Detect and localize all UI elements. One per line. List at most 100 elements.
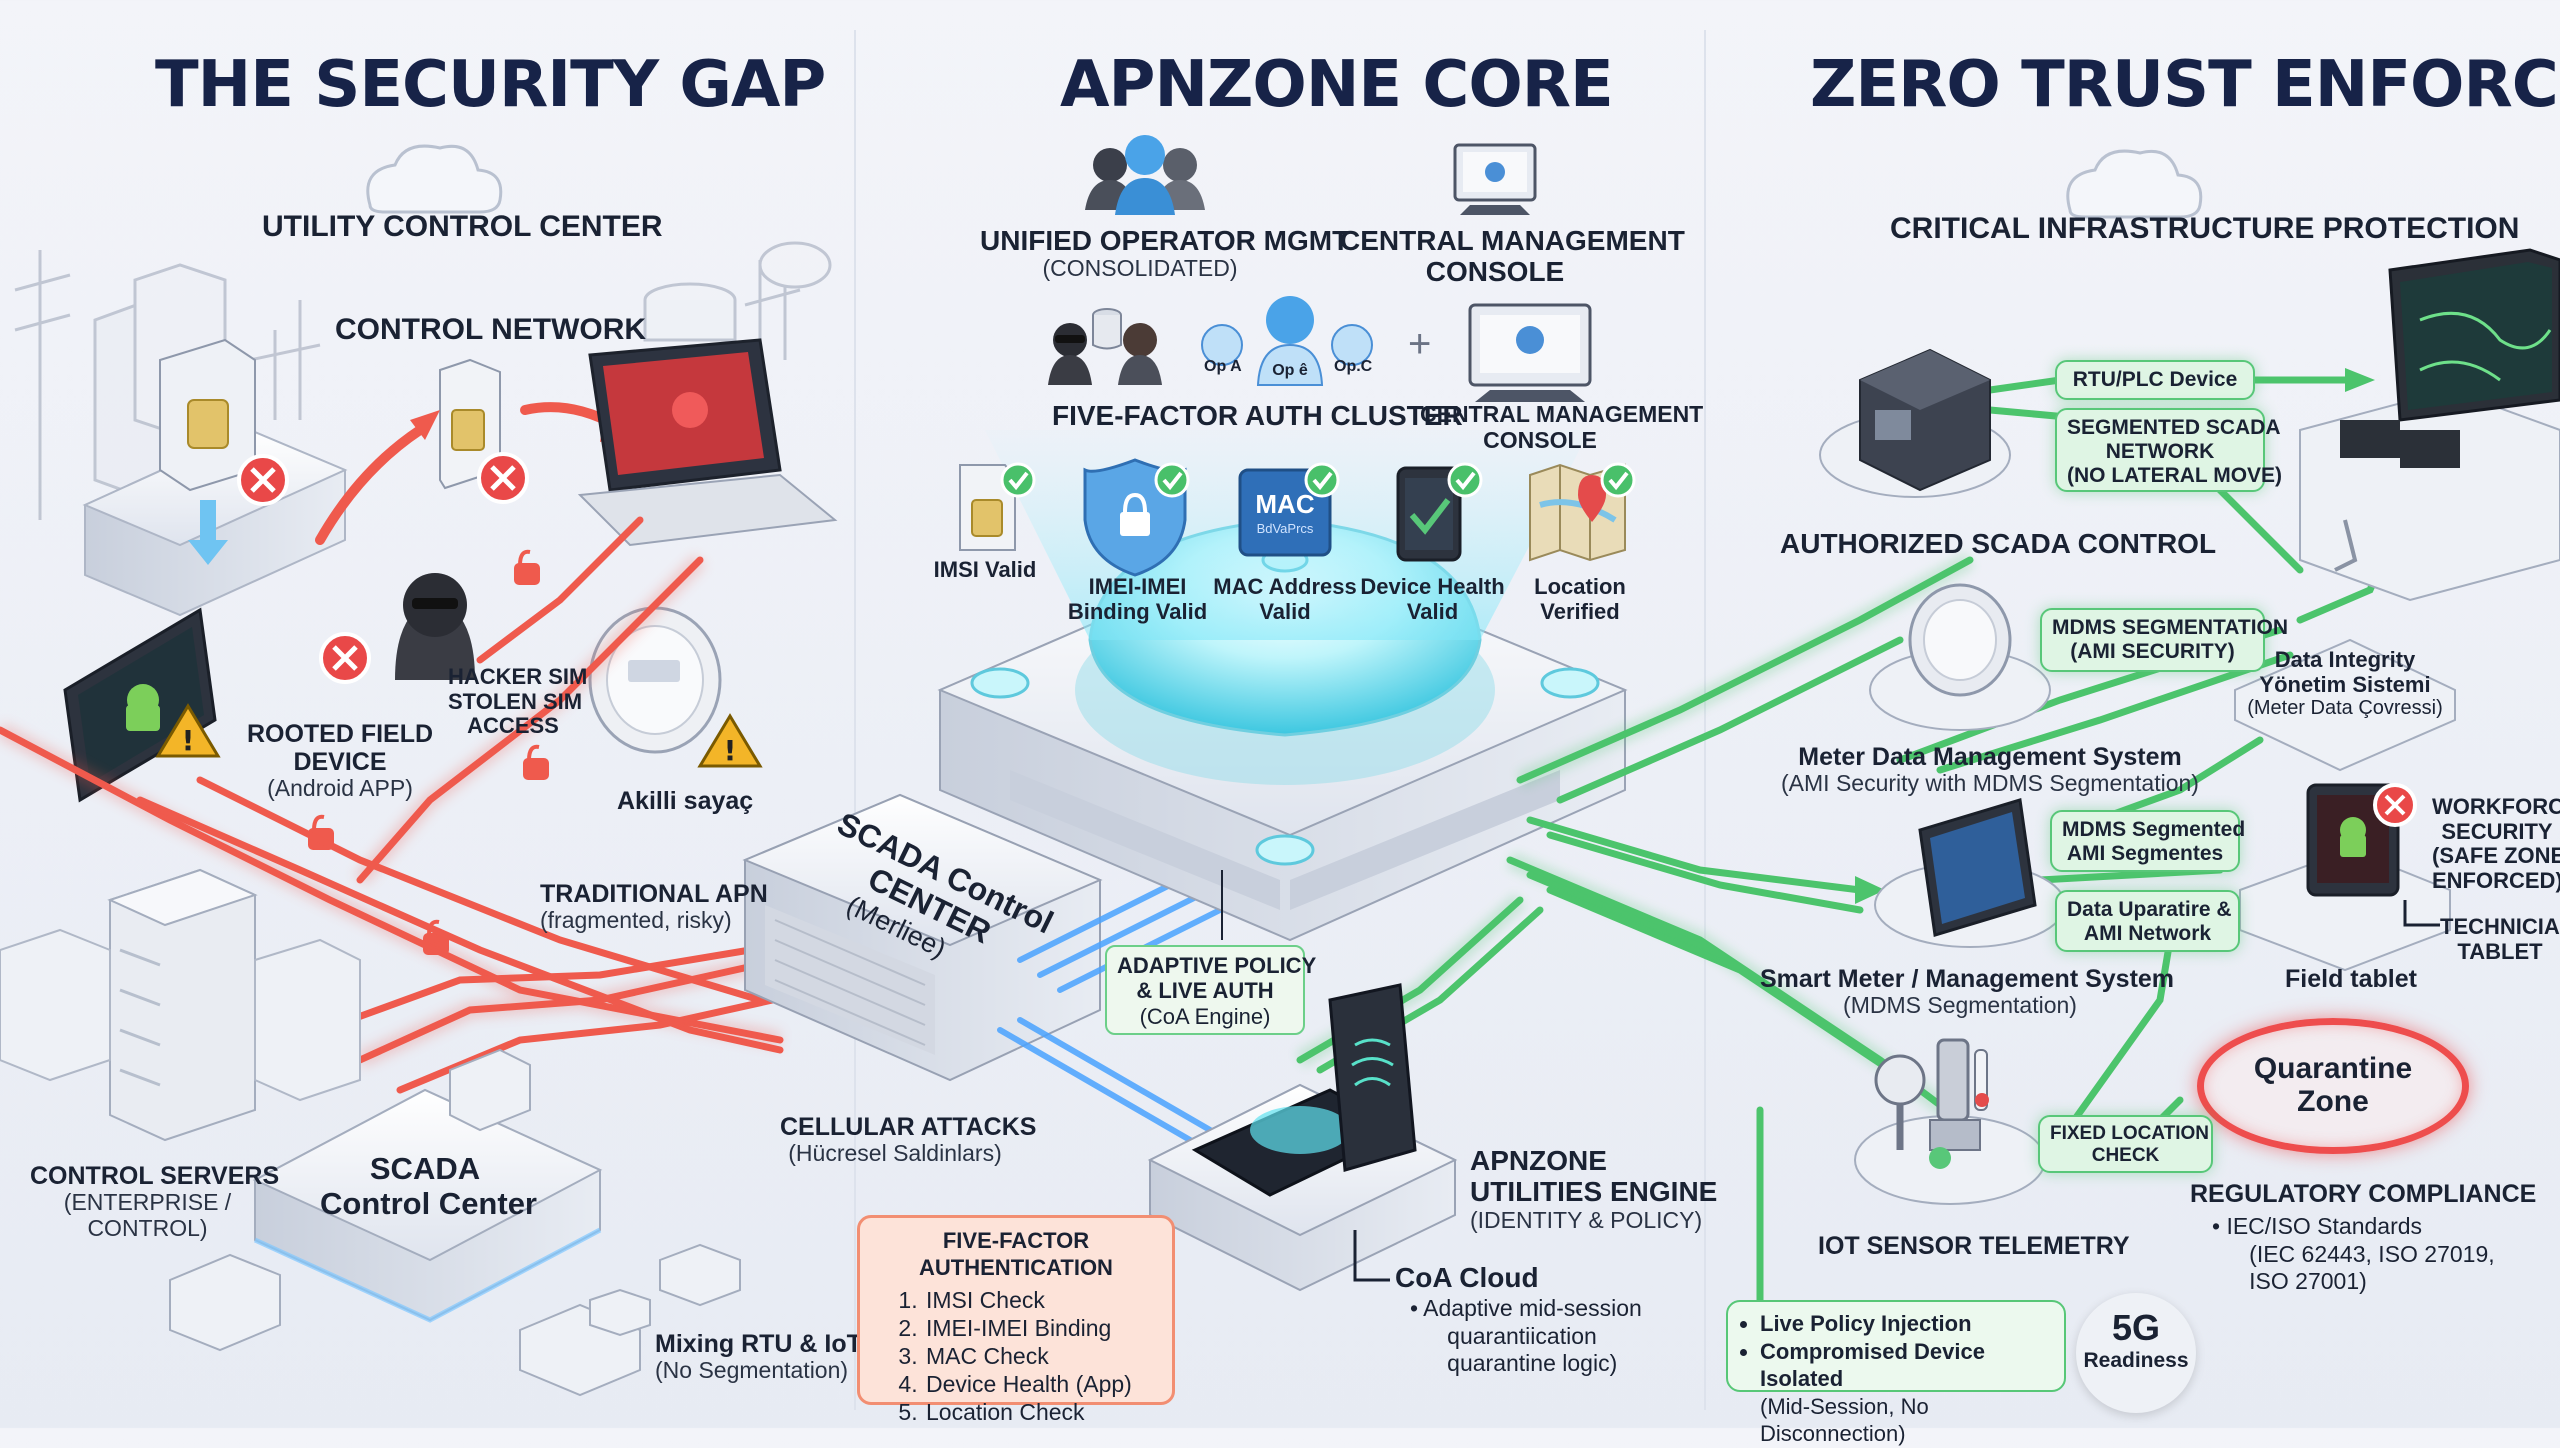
mdm-system-sub: (AMI Security with MDMS Segmentation)	[1781, 770, 2199, 796]
plus-sign: +	[1408, 322, 1432, 366]
field-tablet-label: Field tablet	[2285, 965, 2417, 993]
mixing-rtu-title: Mixing RTU & IoT	[655, 1330, 862, 1358]
regulatory-compliance-title: REGULATORY COMPLIANCE	[2190, 1180, 2537, 1208]
control-servers-label: CONTROL SERVERS (ENTERPRISE / CONTROL)	[30, 1162, 280, 1242]
regulatory-compliance-bullets: • IEC/ISO Standards (IEC 62443, ISO 2701…	[2212, 1213, 2495, 1296]
data-integrity-title: Data Integrity Yönetim Sistemi	[2259, 647, 2431, 697]
utilities-engine-title: APNZONE UTILITIES ENGINE	[1470, 1145, 1718, 1208]
mdm-system-title: Meter Data Management System	[1798, 743, 2182, 771]
five-factor-cluster-label: FIVE-FACTOR AUTH CLUSTER	[1052, 400, 1463, 431]
5g-readiness-badge: 5G Readiness	[2076, 1293, 2196, 1413]
adaptive-policy-box: ADAPTIVE POLICY & LIVE AUTH (CoA Engine)	[1105, 945, 1317, 1035]
smart-meter-system-sub: (MDMS Segmentation)	[1843, 992, 2077, 1018]
rooted-device-title: ROOTED FIELD DEVICE	[246, 720, 434, 776]
quarantine-zone-label: Quarantine Zone	[2253, 1052, 2413, 1118]
operator-workstation-icon	[2299, 248, 2560, 602]
warning-icon-1: !	[155, 703, 221, 758]
badge-readiness-text: Readiness	[2083, 1349, 2189, 1372]
factor-location-label: Location Verified	[1534, 574, 1626, 624]
segmented-scada-box: SEGMENTED SCADA NETWORK (NO LATERAL MOVE…	[2055, 408, 2282, 492]
technician-leader-line	[2403, 900, 2440, 927]
mac-icon-text: MAC	[1255, 489, 1315, 519]
rtu-plc-box: RTU/PLC Device	[2055, 360, 2255, 400]
data-integrity-sub: (Meter Data Çovressi)	[2247, 697, 2443, 720]
rtu-iot-devices	[169, 1243, 741, 1397]
console-icon-second	[1468, 303, 1592, 402]
authorized-scada-label: AUTHORIZED SCADA CONTROL	[1780, 528, 2217, 559]
unified-operator-sub: (CONSOLIDATED)	[1042, 255, 1238, 282]
utility-control-center-label: UTILITY CONTROL CENTER	[262, 210, 663, 243]
rooted-tablet-icon	[63, 607, 217, 803]
coa-cloud-title: CoA Cloud	[1395, 1262, 1539, 1293]
quarantine-zone: Quarantine Zone	[2197, 1018, 2469, 1154]
five-factor-cluster-icon	[1048, 296, 1373, 386]
data-integrity-label: Data Integrity Yönetim Sistemi (Meter Da…	[2245, 647, 2445, 720]
iot-telemetry-label: IOT SENSOR TELEMETRY	[1818, 1232, 2130, 1260]
badge-5g-text: 5G	[2111, 1307, 2161, 1348]
workforce-security-label: WORKFORCE SECURITY (SAFE ZONE ENFORCED)	[2432, 794, 2560, 893]
scada-control-center-label: SCADA Control Center	[320, 1151, 537, 1221]
adaptive-policy-title: ADAPTIVE POLICY & LIVE AUTH	[1117, 953, 1317, 1004]
utilities-engine-sub: (IDENTITY & POLICY)	[1470, 1206, 1703, 1233]
operator-c-label: Op.C	[1334, 358, 1373, 375]
traditional-apn-label: TRADITIONAL APN (fragmented, risky)	[540, 880, 768, 934]
five-factor-item: IMSI Check	[924, 1286, 1156, 1314]
technician-tablet-label: TECHNICIAN TABLET	[2440, 914, 2560, 964]
traditional-apn-sub: (fragmented, risky)	[540, 907, 732, 933]
check-icons	[1000, 462, 1636, 498]
server-rack-icon	[0, 868, 361, 1142]
fixed-location-box: FIXED LOCATION CHECK	[2038, 1115, 2213, 1173]
smart-meter-icon-right	[1869, 583, 2051, 731]
operator-a-label: Op A	[1204, 358, 1242, 375]
tablet-device-icon	[1874, 798, 2066, 948]
control-servers-title: CONTROL SERVERS	[30, 1162, 280, 1190]
central-console-second-label: CENTRAL MANAGEMENT CONSOLE	[1420, 401, 1704, 453]
section-title-apnzone-core: APNZONE CORE	[1060, 48, 1614, 122]
factor-imei-label: IMEI-IMEI Binding Valid	[1067, 574, 1208, 624]
scada-control-center-platform	[252, 1048, 603, 1323]
factor-mac-label: MAC Address Valid	[1213, 574, 1357, 624]
mdm-system-label: Meter Data Management System (AMI Securi…	[1760, 743, 2220, 797]
coa-leader-line	[1353, 1230, 1390, 1282]
warning-icon-2: !	[697, 713, 763, 768]
smart-meter-icon-left	[588, 606, 722, 754]
regulatory-bullet-text: • IEC/ISO Standards (IEC 62443, ISO 2701…	[2212, 1213, 2495, 1295]
rooted-device-sub: (Android APP)	[267, 775, 413, 801]
field-tablet-icon	[2239, 783, 2451, 972]
unified-operator-title: UNIFIED OPERATOR MGMT	[980, 225, 1350, 256]
cloud-icon-left	[366, 144, 503, 214]
cellular-attacks-sub: (Hücresel Saldinlars)	[788, 1140, 1002, 1166]
smart-meter-system-title: Smart Meter / Management System	[1760, 965, 2175, 993]
traditional-apn-title: TRADITIONAL APN	[540, 880, 768, 908]
section-title-security-gap: THE SECURITY GAP	[155, 48, 826, 122]
deny-icon-2	[477, 452, 529, 504]
factor-imsi-label: IMSI Valid	[933, 557, 1037, 582]
mdms-segmentation-box: MDMS SEGMENTATION (AMI SECURITY)	[2040, 608, 2288, 672]
hacker-icon	[395, 573, 475, 680]
operator-group-icon	[1085, 135, 1205, 215]
cloud-icon-right	[2066, 149, 2203, 219]
data-uparatire-box: Data Uparatire & AMI Network	[2055, 890, 2240, 952]
cellular-attacks-label: CELLULAR ATTACKS (Hücresel Saldinlars)	[780, 1113, 1036, 1167]
utilities-engine-platform	[1147, 983, 1458, 1292]
five-factor-auth-box: FIVE-FACTOR AUTHENTICATION IMSI Check IM…	[857, 1215, 1175, 1425]
mac-icon-sub: BdVaPrcs	[1256, 521, 1314, 536]
factor-device-health-label: Device Health Valid	[1360, 574, 1505, 624]
iot-sensor-icon	[1854, 1038, 2046, 1205]
utilities-engine-label: APNZONE UTILITIES ENGINE (IDENTITY & POL…	[1470, 1145, 1717, 1233]
coa-cloud-label: CoA Cloud	[1395, 1262, 1539, 1293]
control-network-label: CONTROL NETWORK	[335, 313, 647, 346]
five-factor-item: Device Health (App)	[924, 1370, 1156, 1398]
live-policy-box: Live Policy Injection Compromised Device…	[1726, 1300, 2066, 1446]
five-factor-list: IMSI Check IMEI-IMEI Binding MAC Check D…	[876, 1286, 1156, 1426]
compromised-laptop-icon	[577, 338, 838, 547]
svg-text:!: !	[724, 734, 737, 767]
live-policy-item: Compromised Device Isolated	[1760, 1338, 2050, 1393]
five-factor-item: Location Check	[924, 1398, 1156, 1426]
live-policy-item: Live Policy Injection	[1760, 1310, 2050, 1338]
mixing-rtu-sub: (No Segmentation)	[655, 1357, 849, 1383]
central-console-top-label: CENTRAL MANAGEMENT CONSOLE	[1340, 225, 1685, 288]
rtu-plc-device-icon	[1819, 348, 2011, 498]
